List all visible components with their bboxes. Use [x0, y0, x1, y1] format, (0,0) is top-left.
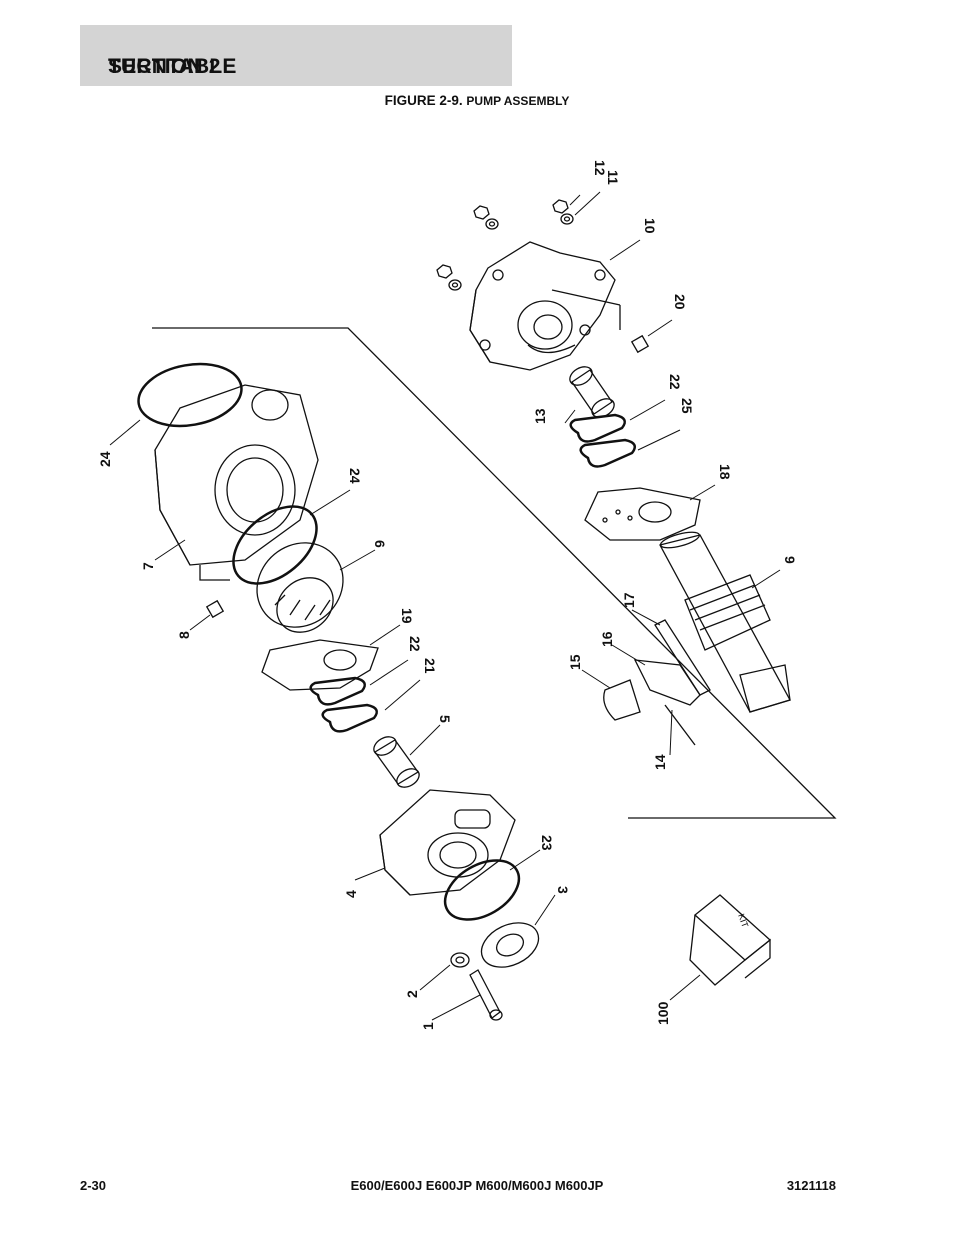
dowel-pin-left [205, 599, 225, 619]
nut-washer-group [436, 199, 574, 291]
gear-ring [256, 542, 344, 633]
dowel-pin [630, 334, 650, 354]
callout-25: 25 [679, 398, 695, 414]
callout-23: 22 [407, 636, 423, 652]
model-list: E600/E600J E600JP M600/M600J M600JP [350, 1178, 604, 1193]
callout-24b: 24 [347, 468, 363, 484]
document-number: 3121118 [786, 1178, 836, 1193]
callout-2: 2 [404, 990, 420, 998]
callout-8: 8 [176, 631, 192, 639]
callout-20: 20 [672, 294, 688, 310]
o-rings [137, 362, 318, 585]
callout-24a: 24 [97, 451, 113, 467]
kit-box-label: KIT [736, 912, 750, 929]
seal-pair-top [569, 413, 637, 468]
seal-pair-bottom [309, 676, 379, 733]
callout-12: 12 [592, 160, 608, 176]
callout-3: 3 [555, 886, 571, 894]
callout-labels: 12 11 10 20 22 25 13 18 9 17 16 15 14 24… [97, 160, 798, 1030]
page-number: 2-30 [80, 1178, 107, 1193]
callout-7: 7 [140, 562, 156, 570]
kit-boundary [152, 327, 837, 819]
drive-parts [603, 659, 701, 746]
bushing-top [569, 366, 615, 418]
callout-9: 9 [782, 556, 798, 564]
shaft-gear [659, 531, 791, 713]
screw-washer [450, 952, 503, 1021]
end-cover [469, 241, 621, 371]
callout-100: 100 [655, 1001, 671, 1025]
callout-1: 1 [420, 1022, 436, 1030]
figure-label: FIGURE 2-9. [384, 93, 463, 108]
callout-18: 18 [717, 464, 733, 480]
bushing-bottom [373, 736, 420, 788]
callout-14: 14 [652, 754, 668, 770]
callout-19: 19 [399, 608, 415, 624]
figure-caption: PUMP ASSEMBLY [466, 94, 570, 108]
callout-17: 17 [621, 592, 637, 608]
figure-title: FIGURE 2-9. PUMP ASSEMBLY [0, 93, 954, 108]
callout-11: 11 [605, 170, 621, 185]
shaft-seal [480, 922, 540, 968]
o-ring-flange [443, 859, 521, 921]
callout-5: 5 [437, 715, 453, 723]
callout-6: 6 [372, 540, 388, 548]
section-header: SECTION 2 TURNTABLE [80, 25, 512, 86]
callout-22b: 21 [422, 658, 438, 674]
callout-16: 16 [599, 631, 615, 647]
callout-22a: 22 [667, 374, 683, 390]
section-title: SECTION 2 TURNTABLE [108, 55, 237, 78]
callout-10: 10 [642, 218, 658, 234]
wear-plate-top [584, 487, 701, 541]
callout-21: 23 [539, 835, 555, 851]
callout-4: 4 [343, 890, 359, 898]
leader-lines [109, 191, 781, 1021]
callout-15: 15 [567, 654, 583, 670]
kit-box [689, 894, 772, 986]
mounting-flange [379, 789, 516, 896]
callout-13: 13 [532, 408, 548, 424]
